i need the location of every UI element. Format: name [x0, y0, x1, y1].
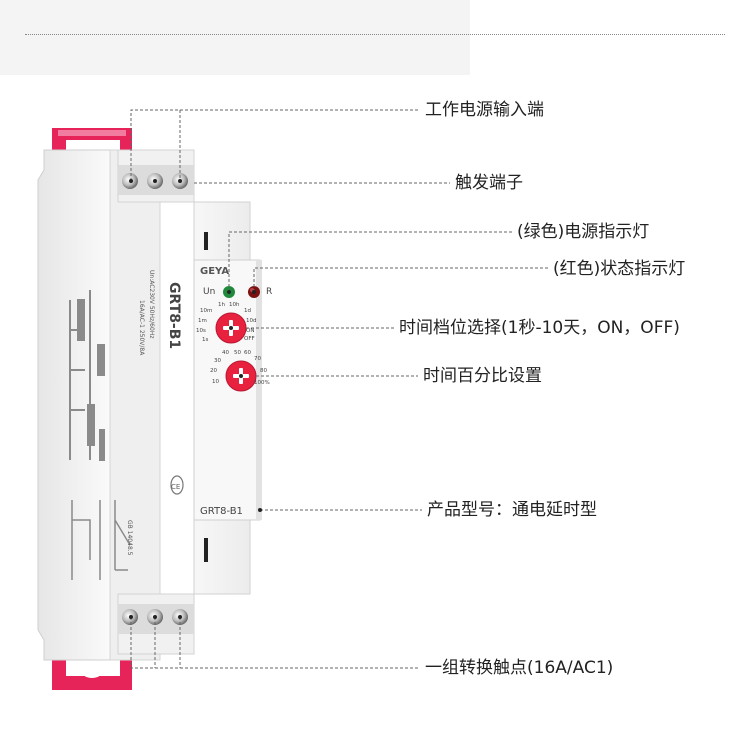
- side-housing: [37, 149, 161, 661]
- percent-label: 30: [214, 358, 221, 364]
- range-label: 1s: [202, 337, 209, 343]
- range-label: 10d: [246, 318, 257, 324]
- side-label: GRT8-B1: [166, 282, 182, 349]
- front-upper-step: [193, 201, 251, 261]
- callout-power-led: (绿色)电源指示灯: [517, 222, 650, 242]
- front-lower-step: [193, 519, 251, 595]
- bottom-din-clip: [52, 660, 132, 690]
- svg-text:16A/AC-1 250V/8A: 16A/AC-1 250V/8A: [138, 300, 145, 356]
- callout-time-percent: 时间百分比设置: [423, 366, 542, 386]
- svg-text:Un:AC230V 50Hz/60Hz: Un:AC230V 50Hz/60Hz: [148, 270, 155, 338]
- brand-logo: GEYA: [200, 266, 230, 277]
- led-un-label: Un: [203, 287, 216, 297]
- led-r-label: R: [266, 287, 273, 297]
- percent-label: 50: [234, 350, 241, 356]
- top-banner: [0, 0, 470, 75]
- front-panel: [193, 259, 262, 521]
- percent-label: 10: [212, 379, 219, 385]
- side-model-text: GRT8-B1: [166, 282, 182, 349]
- percent-label: 20: [210, 368, 217, 374]
- callout-time-range: 时间档位选择(1秒-10天，ON，OFF): [399, 318, 680, 338]
- range-label: 1h: [218, 302, 225, 308]
- range-scale: 1h 10h 10m 1d 1m 10d 10s ON 1s OFF: [196, 302, 258, 350]
- range-label: OFF: [244, 336, 255, 342]
- bottom-terminal-block: [117, 593, 195, 655]
- callout-power-input: 工作电源输入端: [425, 100, 544, 120]
- range-label: ON: [246, 328, 255, 334]
- ce-mark: CE: [170, 475, 184, 495]
- front-model-label: GRT8-B1: [200, 506, 243, 517]
- svg-text:CE: CE: [171, 483, 180, 491]
- percent-label: 70: [254, 356, 261, 362]
- range-label: 10m: [200, 308, 213, 314]
- range-label: 10s: [196, 328, 206, 334]
- percent-label: 80: [260, 368, 267, 374]
- percent-scale: 40 50 60 30 70 20 80 10 100%: [208, 350, 270, 394]
- callout-contact: 一组转换触点(16A/AC1): [425, 658, 614, 678]
- svg-text:GB 14048.5: GB 14048.5: [126, 520, 133, 556]
- callout-model: 产品型号：通电延时型: [427, 500, 597, 520]
- callout-status-led: (红色)状态指示灯: [553, 259, 686, 279]
- top-divider: [25, 34, 725, 35]
- leader-lines: [130, 109, 548, 669]
- percent-label: 100%: [254, 380, 270, 386]
- callout-trigger-terminal: 触发端子: [455, 173, 523, 193]
- range-label: 10h: [229, 302, 240, 308]
- percent-label: 40: [222, 350, 229, 356]
- percent-label: 60: [244, 350, 251, 356]
- range-label: 1d: [244, 308, 251, 314]
- top-terminal-block: [117, 149, 195, 203]
- top-din-clip: [52, 128, 132, 152]
- range-label: 1m: [198, 318, 207, 324]
